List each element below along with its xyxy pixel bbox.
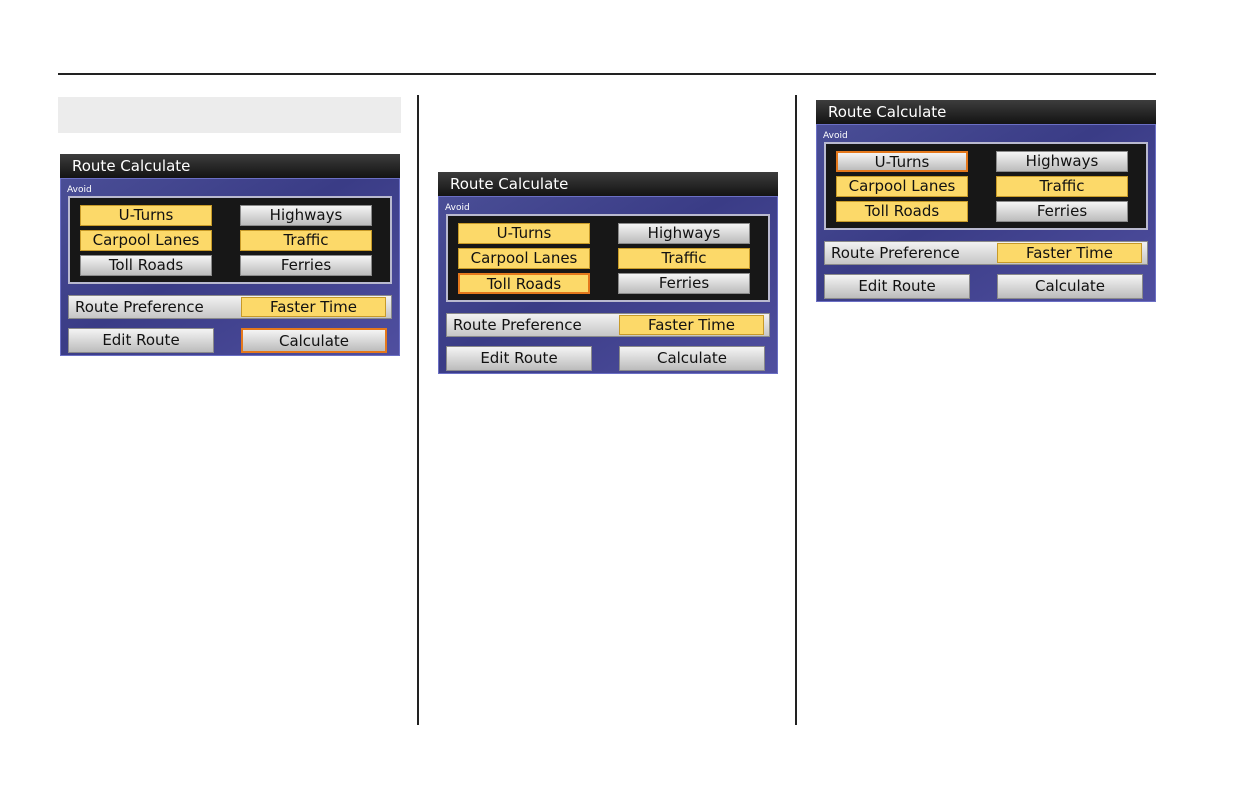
route-preference-label: Route Preference — [75, 298, 204, 316]
avoid-highways-button[interactable]: Highways — [240, 205, 372, 226]
avoid-label: Avoid — [67, 185, 92, 195]
avoid-label: Avoid — [823, 131, 848, 141]
route-preference-value[interactable]: Faster Time — [241, 297, 386, 317]
route-preference-bar[interactable]: Route Preference Faster Time — [824, 241, 1148, 265]
avoid-u-turns-button[interactable]: U-Turns — [80, 205, 212, 226]
avoid-traffic-button[interactable]: Traffic — [240, 230, 372, 251]
screen-title: Route Calculate — [60, 154, 400, 178]
route-preference-label: Route Preference — [453, 316, 582, 334]
avoid-carpool-lanes-button[interactable]: Carpool Lanes — [458, 248, 590, 269]
heading-band — [58, 97, 401, 133]
route-preference-bar[interactable]: Route Preference Faster Time — [446, 313, 770, 337]
avoid-ferries-button[interactable]: Ferries — [240, 255, 372, 276]
screen-title: Route Calculate — [816, 100, 1156, 124]
avoid-toll-roads-button[interactable]: Toll Roads — [836, 201, 968, 222]
avoid-carpool-lanes-button[interactable]: Carpool Lanes — [836, 176, 968, 197]
avoid-ferries-button[interactable]: Ferries — [618, 273, 750, 294]
edit-route-button[interactable]: Edit Route — [68, 328, 214, 353]
avoid-traffic-button[interactable]: Traffic — [618, 248, 750, 269]
route-preference-label: Route Preference — [831, 244, 960, 262]
edit-route-button[interactable]: Edit Route — [446, 346, 592, 371]
route-preference-bar[interactable]: Route Preference Faster Time — [68, 295, 392, 319]
route-preference-value[interactable]: Faster Time — [619, 315, 764, 335]
avoid-traffic-button[interactable]: Traffic — [996, 176, 1128, 197]
avoid-carpool-lanes-button[interactable]: Carpool Lanes — [80, 230, 212, 251]
calculate-button[interactable]: Calculate — [619, 346, 765, 371]
edit-route-button[interactable]: Edit Route — [824, 274, 970, 299]
avoid-ferries-button[interactable]: Ferries — [996, 201, 1128, 222]
avoid-highways-button[interactable]: Highways — [618, 223, 750, 244]
calculate-button[interactable]: Calculate — [997, 274, 1143, 299]
calculate-button[interactable]: Calculate — [241, 328, 387, 353]
screen-title: Route Calculate — [438, 172, 778, 196]
top-rule — [58, 73, 1156, 75]
avoid-u-turns-button[interactable]: U-Turns — [458, 223, 590, 244]
column-divider-2 — [795, 95, 797, 725]
avoid-toll-roads-button[interactable]: Toll Roads — [80, 255, 212, 276]
column-divider-1 — [417, 95, 419, 725]
avoid-u-turns-button[interactable]: U-Turns — [836, 151, 968, 172]
avoid-label: Avoid — [445, 203, 470, 213]
route-preference-value[interactable]: Faster Time — [997, 243, 1142, 263]
avoid-toll-roads-button[interactable]: Toll Roads — [458, 273, 590, 294]
avoid-highways-button[interactable]: Highways — [996, 151, 1128, 172]
